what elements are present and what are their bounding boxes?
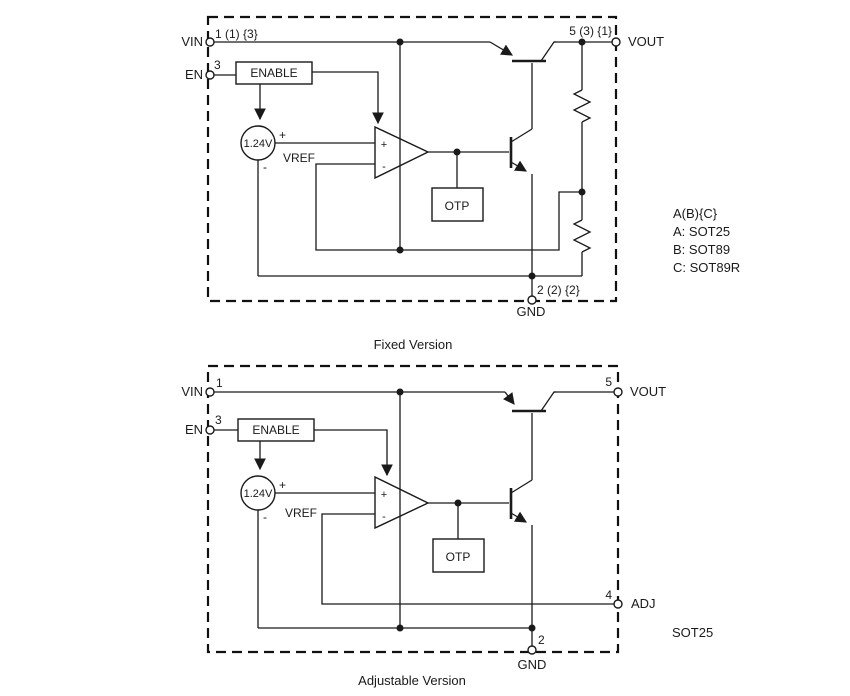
en-pin-number: 3 bbox=[215, 413, 222, 427]
amp-plus-label: + bbox=[381, 139, 387, 151]
amp-minus-label: - bbox=[382, 511, 386, 523]
vin-terminal bbox=[205, 387, 215, 397]
en-pin-number: 3 bbox=[214, 58, 221, 72]
legend-line-b: B: SOT89 bbox=[673, 242, 730, 257]
fixed-version-caption: Fixed Version bbox=[374, 337, 453, 352]
gnd-label: GND bbox=[517, 304, 546, 319]
vout-pin-number: 5 (3) {1} bbox=[569, 24, 612, 38]
package-legend: A(B){C} A: SOT25 B: SOT89 C: SOT89R SOT2… bbox=[672, 206, 740, 640]
gnd-terminal bbox=[527, 295, 537, 305]
junction-dot bbox=[528, 624, 536, 632]
vin-terminal bbox=[205, 37, 215, 47]
error-amplifier-fixed: + - bbox=[374, 125, 430, 180]
junction-dot bbox=[396, 246, 404, 254]
vref-source-adjustable: 1.24V + - VREF bbox=[240, 475, 317, 524]
junction-dot bbox=[396, 624, 404, 632]
wires-adjustable bbox=[214, 391, 614, 646]
vref-plus-sign: + bbox=[279, 128, 286, 142]
legend-line-a: A: SOT25 bbox=[673, 224, 730, 239]
otp-label: OTP bbox=[446, 550, 471, 564]
junction-dot bbox=[578, 38, 586, 46]
wires-fixed bbox=[214, 41, 612, 296]
vout-terminal bbox=[613, 387, 623, 397]
vref-value: 1.24V bbox=[244, 488, 273, 500]
en-label: EN bbox=[185, 422, 203, 437]
driver-transistor-fixed bbox=[509, 128, 533, 276]
vref-source-fixed: 1.24V + - VREF bbox=[240, 125, 315, 174]
vout-terminal bbox=[611, 37, 621, 47]
error-amplifier-adjustable: + - bbox=[374, 475, 430, 530]
adjustable-version-caption: Adjustable Version bbox=[358, 673, 466, 688]
adjustable-version-diagram: + - ENABLE 1.24V + - VREF OTP bbox=[181, 364, 666, 688]
vref-label: VREF bbox=[285, 506, 317, 520]
vin-label: VIN bbox=[181, 34, 203, 49]
resistor-top bbox=[572, 89, 592, 123]
en-terminal bbox=[205, 70, 215, 80]
junction-dot bbox=[396, 38, 404, 46]
vin-pin-number: 1 bbox=[216, 376, 223, 390]
vout-pin-number: 5 bbox=[605, 375, 612, 389]
enable-block-fixed: ENABLE bbox=[235, 61, 313, 85]
ic-boundary-fixed bbox=[206, 15, 618, 303]
amp-plus-label: + bbox=[381, 489, 387, 501]
otp-block-fixed: OTP bbox=[431, 187, 484, 222]
adj-label: ADJ bbox=[631, 596, 656, 611]
junction-dot bbox=[396, 388, 404, 396]
driver-transistor-adjustable bbox=[509, 479, 533, 628]
vout-label: VOUT bbox=[628, 34, 664, 49]
ic-boundary-adjustable bbox=[206, 364, 620, 654]
enable-block-adjustable: ENABLE bbox=[237, 418, 315, 442]
vref-value: 1.24V bbox=[244, 138, 273, 150]
amp-minus-label: - bbox=[382, 161, 386, 173]
legend-title: A(B){C} bbox=[673, 206, 718, 221]
junction-dot bbox=[578, 188, 586, 196]
vref-minus-sign: - bbox=[263, 160, 267, 174]
vin-label: VIN bbox=[181, 384, 203, 399]
fixed-version-diagram: + - ENABLE 1.24V + - VREF OTP bbox=[181, 15, 664, 352]
vref-label: VREF bbox=[283, 151, 315, 165]
enable-label: ENABLE bbox=[250, 66, 297, 80]
junction-dot bbox=[453, 148, 461, 156]
resistor-bottom bbox=[572, 219, 592, 253]
en-terminal bbox=[205, 425, 215, 435]
vref-plus-sign: + bbox=[279, 478, 286, 492]
gnd-label: GND bbox=[518, 657, 547, 672]
otp-block-adjustable: OTP bbox=[432, 538, 485, 573]
junction-dot bbox=[528, 272, 536, 280]
adj-terminal bbox=[613, 599, 623, 609]
otp-label: OTP bbox=[445, 199, 470, 213]
legend-line-c: C: SOT89R bbox=[673, 260, 740, 275]
vout-label: VOUT bbox=[630, 384, 666, 399]
enable-label: ENABLE bbox=[252, 423, 299, 437]
en-label: EN bbox=[185, 67, 203, 82]
pass-transistor-fixed bbox=[489, 41, 556, 129]
gnd-pin-number: 2 bbox=[538, 633, 545, 647]
gnd-terminal bbox=[527, 645, 537, 655]
resistor-divider-fixed bbox=[572, 42, 592, 276]
vin-pin-number: 1 (1) {3} bbox=[215, 27, 258, 41]
package-label-adjustable: SOT25 bbox=[672, 625, 713, 640]
vref-minus-sign: - bbox=[263, 510, 267, 524]
gnd-pin-number: 2 (2) {2} bbox=[537, 283, 580, 297]
adj-pin-number: 4 bbox=[605, 588, 612, 602]
junction-dot bbox=[454, 499, 462, 507]
pass-transistor-adjustable bbox=[503, 391, 556, 480]
